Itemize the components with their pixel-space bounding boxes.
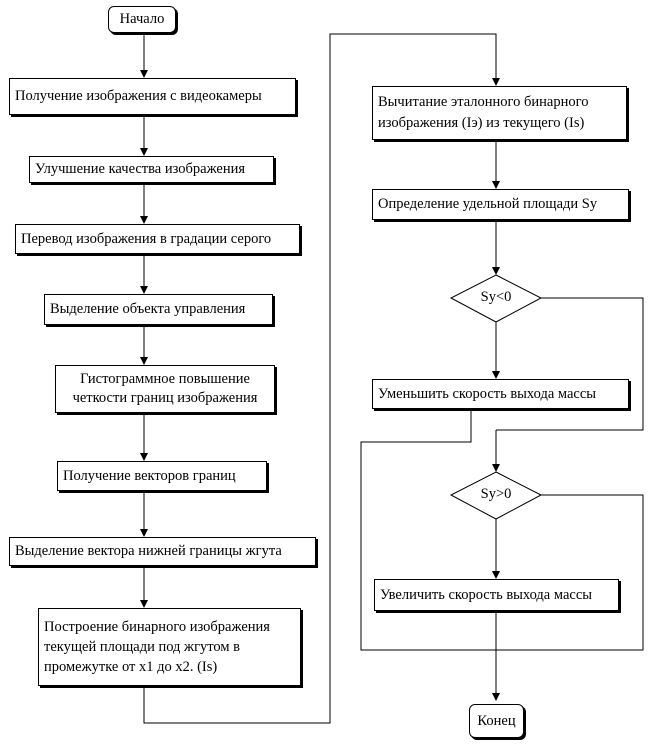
step-get-vectors: Получение векторов границ: [57, 461, 267, 491]
step-capture-image-label: Получение изображения с видеокамеры: [15, 88, 262, 104]
start-terminal: Начало: [108, 6, 176, 33]
step-decrease-speed: Уменьшить скорость выхода массы: [372, 379, 629, 409]
step-build-binary: Построение бинарного изображения текущей…: [38, 608, 301, 686]
step-build-binary-label: Построение бинарного изображения текущей…: [44, 619, 270, 675]
step-enhance-quality-label: Улучшение качества изображения: [35, 161, 246, 177]
end-label: Конец: [477, 712, 516, 729]
decision-diamond-1: [449, 274, 543, 323]
step-specific-area: Определение удельной площади Sy: [372, 189, 629, 220]
step-decrease-speed-label: Уменьшить скорость выхода массы: [378, 385, 597, 402]
step-select-object-label: Выделение объекта управления: [50, 301, 246, 317]
step-grayscale-label: Перевод изображения в градации серого: [21, 230, 272, 247]
step-get-vectors-label: Получение векторов границ: [63, 467, 236, 484]
step-specific-area-label: Определение удельной площади Sy: [378, 196, 598, 212]
decision1-label: Sy<0: [480, 289, 512, 305]
end-terminal: Конец: [469, 704, 524, 738]
step-histogram-sharpen: Гистограммное повышение четкости границ …: [55, 365, 275, 413]
connector-decision2-no-branch: [496, 494, 644, 651]
step-lower-boundary-label: Выделение вектора нижней границы жгута: [15, 543, 282, 559]
start-label: Начало: [119, 11, 165, 27]
connector-decrease-return: [360, 409, 496, 651]
step-enhance-quality: Улучшение качества изображения: [29, 156, 274, 183]
step-select-object: Выделение объекта управления: [44, 294, 273, 325]
decision2-label: Sy>0: [480, 486, 512, 502]
step-histogram-sharpen-label: Гистограммное повышение четкости границ …: [72, 371, 258, 406]
step-capture-image: Получение изображения с видеокамеры: [9, 78, 296, 115]
step-subtract-reference-label: Вычитание эталонного бинарного изображен…: [378, 94, 589, 131]
connector-decision1-no-branch: [496, 297, 644, 431]
connector-binary-to-subtract: [143, 33, 500, 724]
step-increase-speed: Увеличить скорость выхода массы: [374, 579, 619, 611]
step-subtract-reference: Вычитание эталонного бинарного изображен…: [372, 86, 627, 140]
step-increase-speed-label: Увеличить скорость выхода массы: [380, 586, 592, 603]
step-grayscale: Перевод изображения в градации серого: [15, 224, 300, 254]
decision-diamond-2: [449, 471, 543, 520]
step-lower-boundary: Выделение вектора нижней границы жгута: [9, 537, 316, 566]
